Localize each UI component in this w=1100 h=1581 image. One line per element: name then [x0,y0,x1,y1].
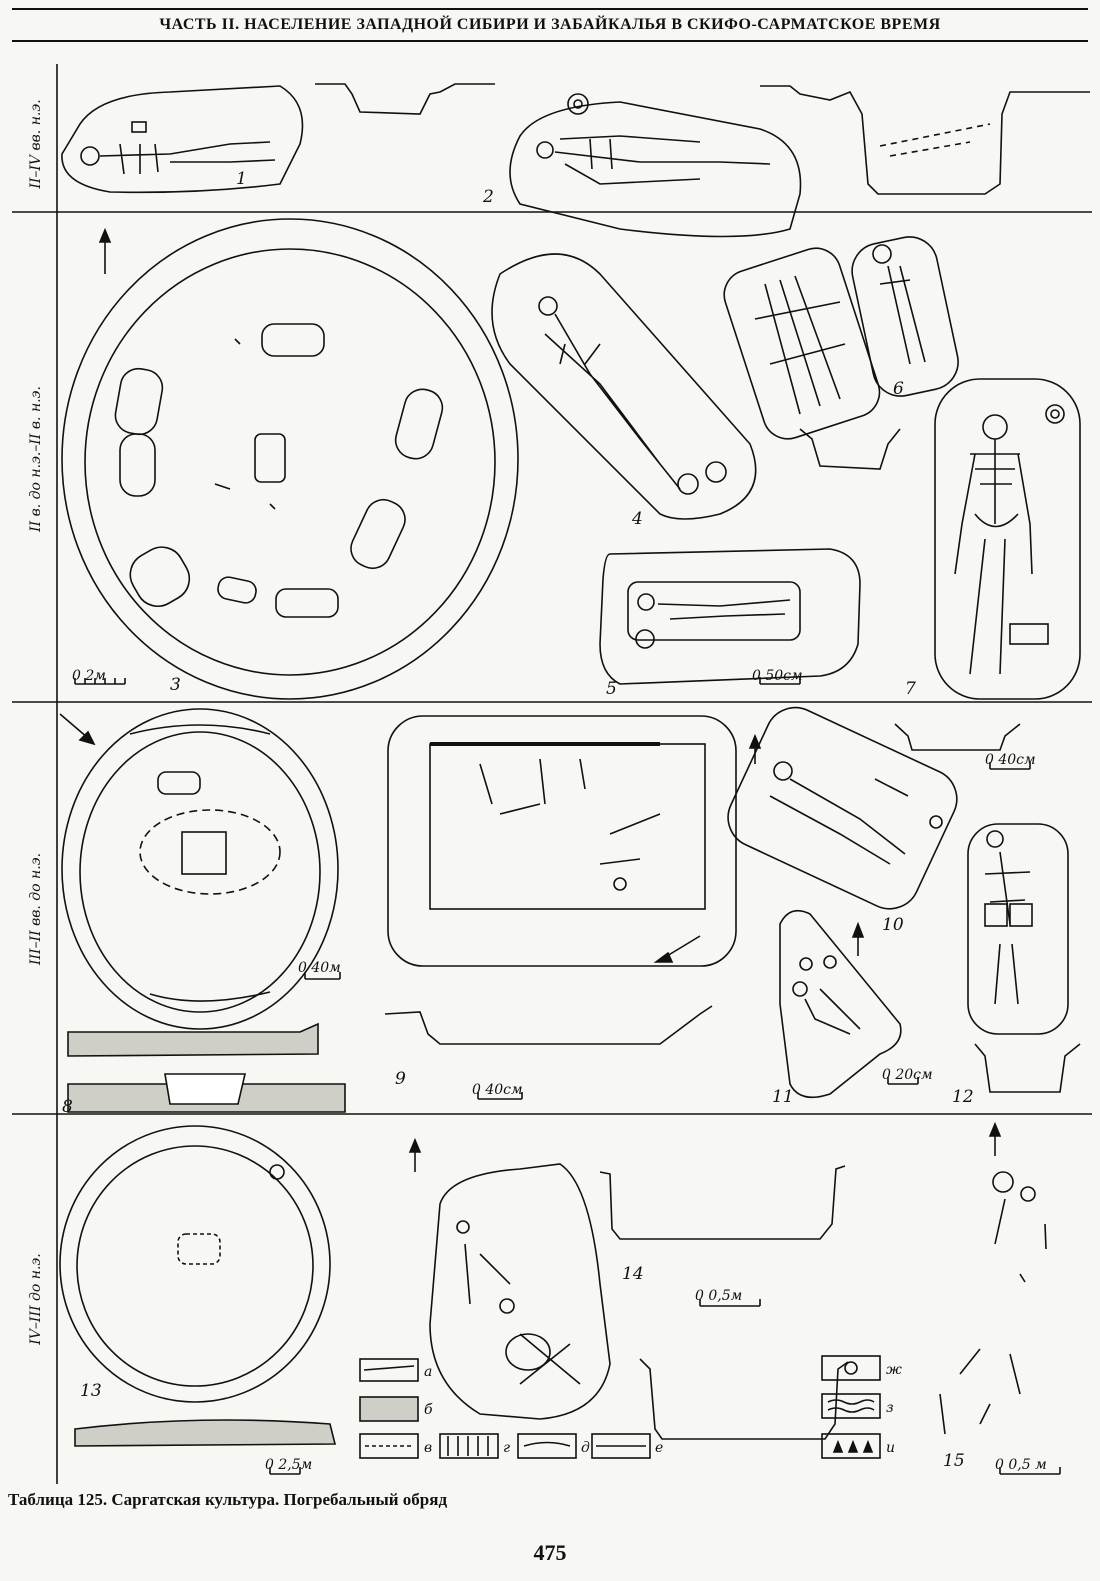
running-title: ЧАСТЬ II. НАСЕЛЕНИЕ ЗАПАДНОЙ СИБИРИ И ЗА… [159,16,941,33]
figure-number-10: 10 [882,915,904,935]
figure-number-11: 11 [772,1087,794,1107]
burial-12 [967,823,1069,1035]
profile-14-upper [599,1165,846,1240]
legend-box-e [591,1433,651,1459]
legend-box-d [517,1433,577,1459]
burial-10 [727,706,958,910]
burial-2 [509,93,802,238]
legend-letter-d: д [581,1440,590,1456]
arrow-15 [988,1121,1002,1156]
burial-9-plan [387,715,737,967]
figure-number-13: 13 [80,1381,102,1401]
figure-number-9: 9 [395,1069,406,1089]
figure-number-12: 12 [952,1087,974,1107]
plate-125: II–IV вв. н.э. II в. до н.э.–II в. н.э. … [0,44,1100,1484]
figure-number-6: 6 [893,379,904,399]
scale-label-11: 0 20см [882,1067,933,1083]
scale-label-15: 0 0,5 м [995,1457,1047,1473]
legend-box-v [359,1433,419,1459]
arrow-11 [851,921,865,956]
period-label-2: II в. до н.э.–II в. н.э. [28,386,44,533]
arrow-10 [748,733,762,764]
legend-letter-g: г [503,1440,510,1456]
scale-label-13: 0 2,5м [265,1457,312,1473]
scale-bar-10 [989,762,1031,770]
period-label-1: II–IV вв. н.э. [28,99,44,189]
arrow-14 [408,1137,422,1172]
scale-bar-14 [699,1299,761,1307]
scale-bar-9 [477,1092,523,1100]
burial-5 [599,548,861,685]
burial-15 [939,1171,1047,1435]
scale-label-5: 0 50см [752,668,803,684]
profile-6 [799,428,901,470]
figure-number-1: 1 [236,169,247,189]
legend-letter-z: з [886,1400,894,1416]
figure-number-5: 5 [606,679,617,699]
legend-box-i [821,1433,881,1459]
section-13 [74,1419,337,1447]
burial-8-plan [61,708,339,1030]
legend-box-g [439,1433,499,1459]
legend-letter-e: е [655,1440,663,1456]
scale-bar-13 [269,1467,301,1475]
page-number: 475 [533,1540,567,1565]
burial-6-skeleton [851,236,959,397]
profile-12 [974,1043,1081,1093]
figure-number-14: 14 [622,1264,644,1284]
figure-number-8: 8 [62,1097,73,1117]
legend-letter-a: а [424,1364,432,1380]
legend-box-z [821,1393,881,1419]
period-label-3: III–II вв. до н.э. [28,853,44,966]
figure-number-2: 2 [482,187,494,207]
legend-letter-zh: ж [886,1362,902,1378]
scale-bar-8 [304,972,341,980]
scale-bar-5 [759,677,801,685]
figure-number-15: 15 [943,1451,965,1471]
profile-14-lower [639,1358,849,1440]
burial-1 [61,85,304,194]
legend-box-b [359,1396,419,1422]
burial-7 [934,378,1081,700]
header-bottom-rule [12,40,1088,42]
section-8-upper [67,1022,319,1057]
scale-bar-11 [887,1077,919,1085]
burial-11 [779,909,902,1099]
legend-box-zh [821,1355,881,1381]
profile-9 [384,1005,713,1045]
scale-label-3: 0 2м [72,668,106,684]
profile-1 [315,83,495,115]
period-label-4: IV–III до н.э. [28,1253,44,1345]
scale-bar-15 [999,1467,1061,1475]
north-arrow-3-head [98,227,112,243]
figure-number-3: 3 [170,675,181,695]
legend-box-a [359,1358,419,1382]
arrow-8 [59,713,96,746]
burial-14-pit [429,1163,611,1420]
burial-4 [491,253,757,520]
figure-number-4: 4 [631,509,643,529]
legend-letter-v: в [424,1440,432,1456]
scale-label-14: 0 0,5м [695,1288,742,1304]
burial-6-pit [723,247,881,440]
burial-3-kurgan-plan [61,218,519,700]
legend-letter-b: б [424,1402,433,1418]
scale-label-10: 0 40см [985,752,1036,768]
arrow-9 [653,935,701,963]
profile-10 [894,723,1021,751]
plate-drawings: II–IV вв. н.э. II в. до н.э.–II в. н.э. … [12,64,1092,1484]
figure-number-7: 7 [905,679,916,699]
scale-label-9: 0 40см [472,1082,523,1098]
legend-letter-i: и [886,1440,895,1456]
section-8-lower [67,1073,346,1113]
profile-2 [760,85,1090,195]
page-header: ЧАСТЬ II. НАСЕЛЕНИЕ ЗАПАДНОЙ СИБИРИ И ЗА… [12,6,1088,44]
scale-bar-3 [74,678,126,685]
scale-label-8: 0 40м [298,960,341,976]
burial-13-plan [59,1125,331,1403]
plate-caption: Таблица 125. Саргатская культура. Погреб… [8,1490,448,1509]
header-top-rule [12,8,1088,10]
